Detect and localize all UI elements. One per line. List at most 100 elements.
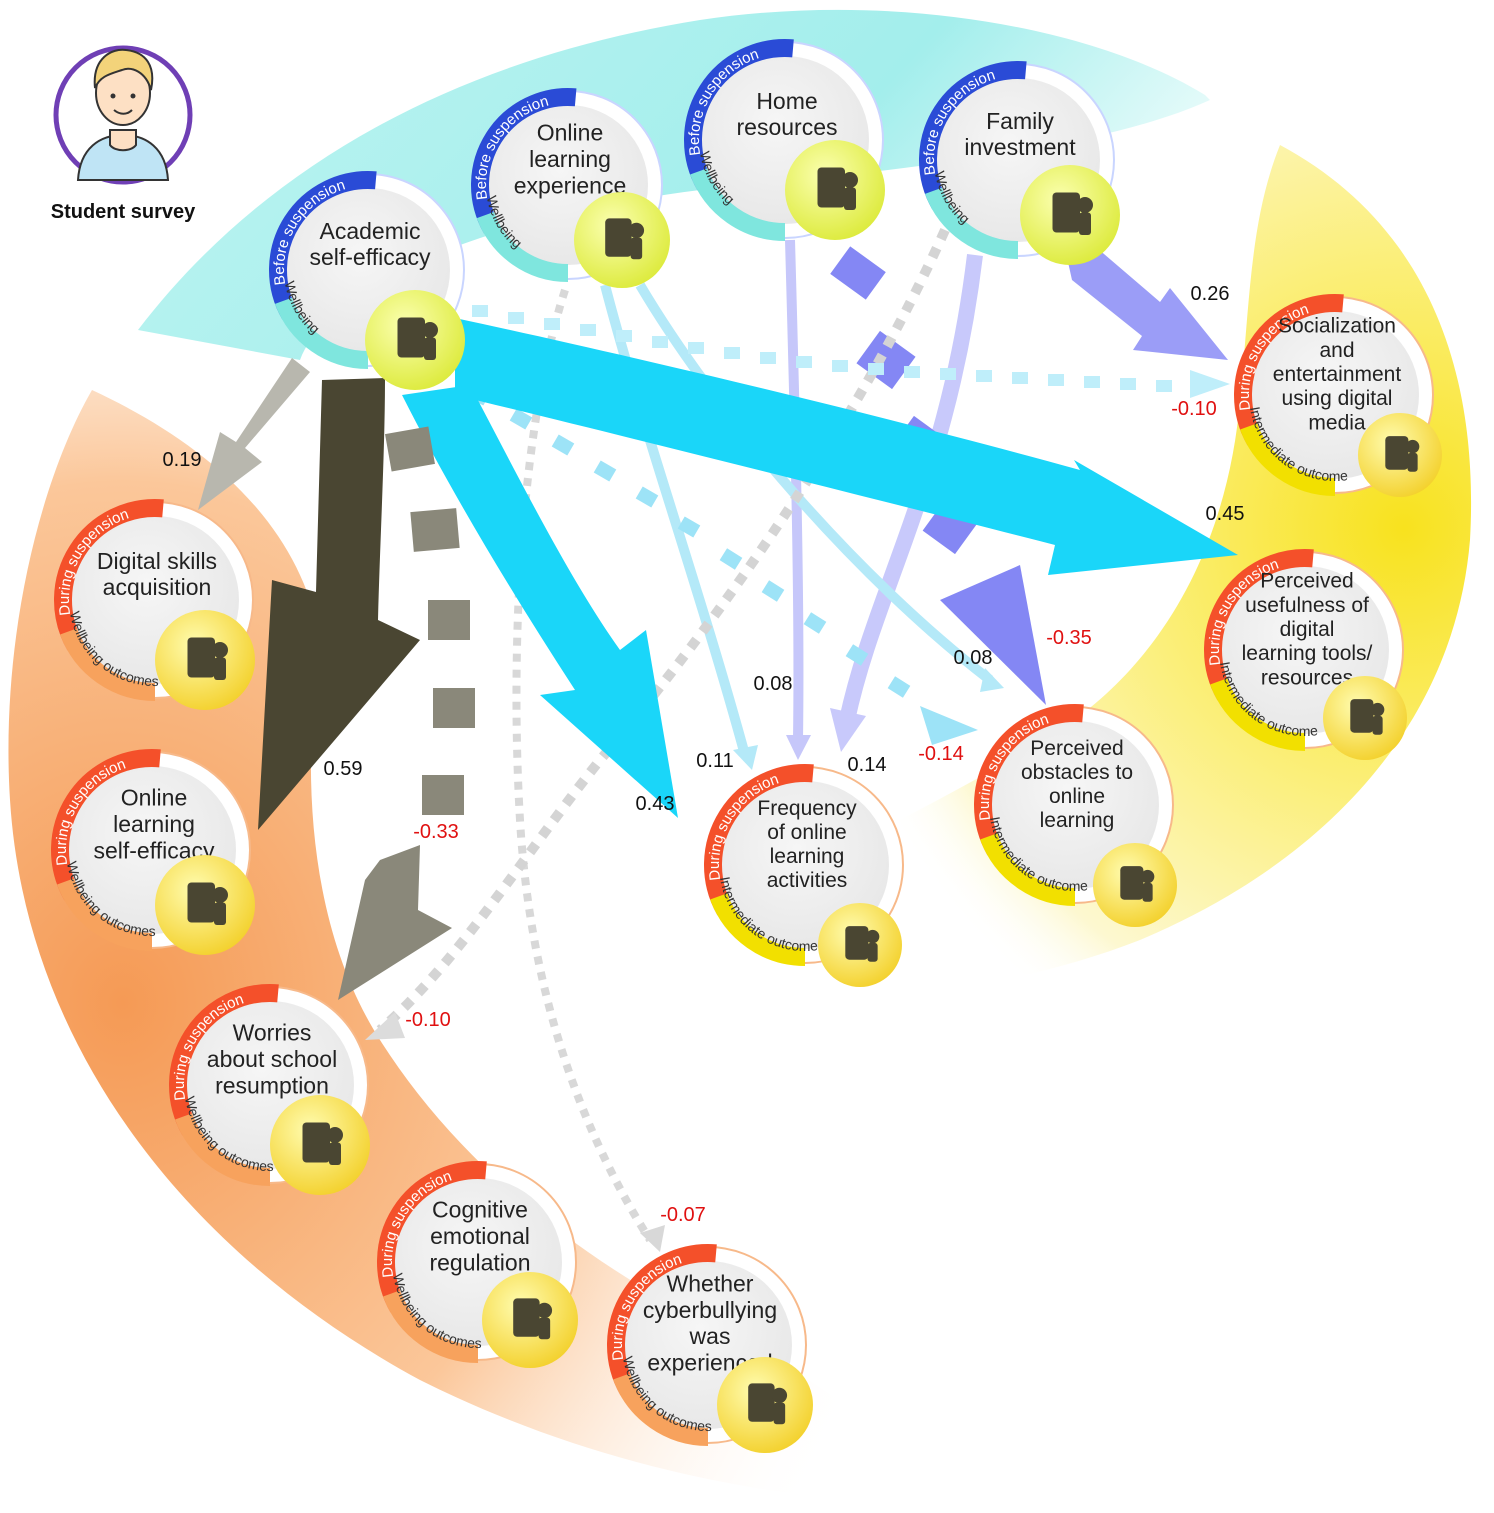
node-label: of online xyxy=(767,821,846,844)
path-arrows xyxy=(198,227,1238,1252)
thumbs-up-icon xyxy=(365,290,465,390)
node-label: learning xyxy=(770,845,845,868)
node-label: about school xyxy=(207,1046,337,1072)
student-survey-header: Student survey xyxy=(51,45,196,223)
outcome-band xyxy=(613,1373,709,1446)
during-suspension-band xyxy=(377,1161,487,1313)
node-label: Home xyxy=(756,88,817,114)
outcome-band xyxy=(1210,678,1306,751)
during-suspension-band xyxy=(54,499,164,651)
node-label: resources xyxy=(1261,666,1353,689)
obstacle-icon xyxy=(1093,843,1177,927)
path-coefficient-label: 0.08 xyxy=(754,673,793,695)
tablet-touch-icon xyxy=(574,192,670,288)
node-label: resources xyxy=(737,114,838,140)
bullying-icon xyxy=(717,1357,813,1453)
outcome-band xyxy=(476,211,569,282)
during-suspension-band xyxy=(974,704,1084,856)
path-coefficient-label: 0.45 xyxy=(1206,503,1245,525)
node-label: learning xyxy=(113,811,195,837)
node-label: media xyxy=(1308,411,1366,434)
family-devices-icon xyxy=(1020,165,1120,265)
node-label: learning xyxy=(529,146,611,172)
before-suspension-band xyxy=(919,61,1027,210)
arrow-online-experience-to-frequency xyxy=(600,283,750,757)
path-coefficient-label: -0.07 xyxy=(660,1204,706,1226)
path-coefficient-label: 0.08 xyxy=(954,647,993,669)
node-online-learning-experience: Before suspensionWellbeingOnlinelearning… xyxy=(471,88,670,288)
node-label: learning tools/ xyxy=(1242,642,1373,665)
path-coefficient-label: -0.10 xyxy=(1171,398,1217,420)
node-label: digital xyxy=(1280,618,1335,641)
outcome-band xyxy=(1240,423,1336,496)
node-label: activities xyxy=(767,869,848,892)
diagram-nodes: Before suspensionWellbeingAcademicself-e… xyxy=(51,39,1442,1453)
arrow-family-investment-to-socialization xyxy=(1068,242,1228,360)
node-label: experience xyxy=(514,172,627,198)
node-label: and xyxy=(1319,339,1354,362)
node-label: cyberbullying xyxy=(643,1297,777,1323)
node-label: learning xyxy=(1040,809,1115,832)
arrowhead-family-investment-to-frequency xyxy=(830,708,866,752)
outcome-band xyxy=(60,628,156,701)
node-label: was xyxy=(689,1323,731,1349)
during-suspension-band xyxy=(51,749,161,901)
timer-tablet-icon xyxy=(818,903,902,987)
outcome-band xyxy=(383,1290,479,1363)
node-label: self-efficacy xyxy=(309,244,431,270)
rating-stars-icon xyxy=(1323,676,1407,760)
before-suspension-band xyxy=(269,171,377,320)
outcome-band xyxy=(710,893,806,966)
during-suspension-band xyxy=(607,1244,717,1396)
path-coefficient-label: -0.14 xyxy=(918,743,964,765)
node-label: emotional xyxy=(430,1223,530,1249)
node-label: using digital xyxy=(1282,387,1393,410)
digital-hand-icon xyxy=(155,610,255,710)
node-label: Perceived xyxy=(1030,737,1123,760)
node-label: Digital skills xyxy=(97,548,217,574)
family-home-icon xyxy=(785,140,885,240)
path-coefficient-label: 0.11 xyxy=(696,750,733,772)
node-label: Online xyxy=(121,785,187,811)
during-suspension-band xyxy=(704,764,814,916)
node-label: Frequency xyxy=(757,797,857,820)
emotion-scale-icon xyxy=(482,1272,578,1368)
arrow-academic-to-socialization xyxy=(472,305,1230,398)
node-label: Family xyxy=(986,108,1054,134)
path-coefficient-label: 0.14 xyxy=(848,754,887,776)
node-disc xyxy=(991,721,1159,889)
arrowhead-online-experience-to-frequency xyxy=(733,745,758,770)
path-coefficients: 0.190.59-0.33-0.100.430.110.080.14-0.140… xyxy=(163,283,1245,1226)
avatar-ring xyxy=(53,45,193,185)
arrow-academic-to-obstacles xyxy=(467,384,978,745)
during-suspension-band xyxy=(1234,294,1344,446)
worried-student-icon xyxy=(270,1095,370,1195)
path-coefficient-label: 0.59 xyxy=(324,758,363,780)
arrowhead-online-experience-to-cyberbullying xyxy=(640,1225,665,1252)
node-label: obstacles to xyxy=(1021,761,1133,784)
before-suspension-band xyxy=(471,88,577,234)
node-label: entertainment xyxy=(1273,363,1402,386)
outcome-band xyxy=(924,187,1019,259)
node-label: regulation xyxy=(429,1249,530,1275)
student-avatar-icon xyxy=(76,48,170,181)
node-academic-self-efficacy: Before suspensionWellbeingAcademicself-e… xyxy=(269,171,465,390)
node-label: resumption xyxy=(215,1072,329,1098)
before-suspension-band xyxy=(684,39,794,191)
node-label: usefulness of xyxy=(1245,594,1369,617)
arrow-academic-to-frequency xyxy=(402,385,678,818)
node-label: Cognitive xyxy=(432,1197,528,1223)
path-coefficient-label: 0.19 xyxy=(163,449,202,471)
node-label: Whether xyxy=(667,1270,754,1296)
arrow-online-experience-to-cyberbullying xyxy=(512,288,654,1243)
node-label: investment xyxy=(964,134,1076,160)
path-coefficient-label: 0.43 xyxy=(636,793,675,815)
